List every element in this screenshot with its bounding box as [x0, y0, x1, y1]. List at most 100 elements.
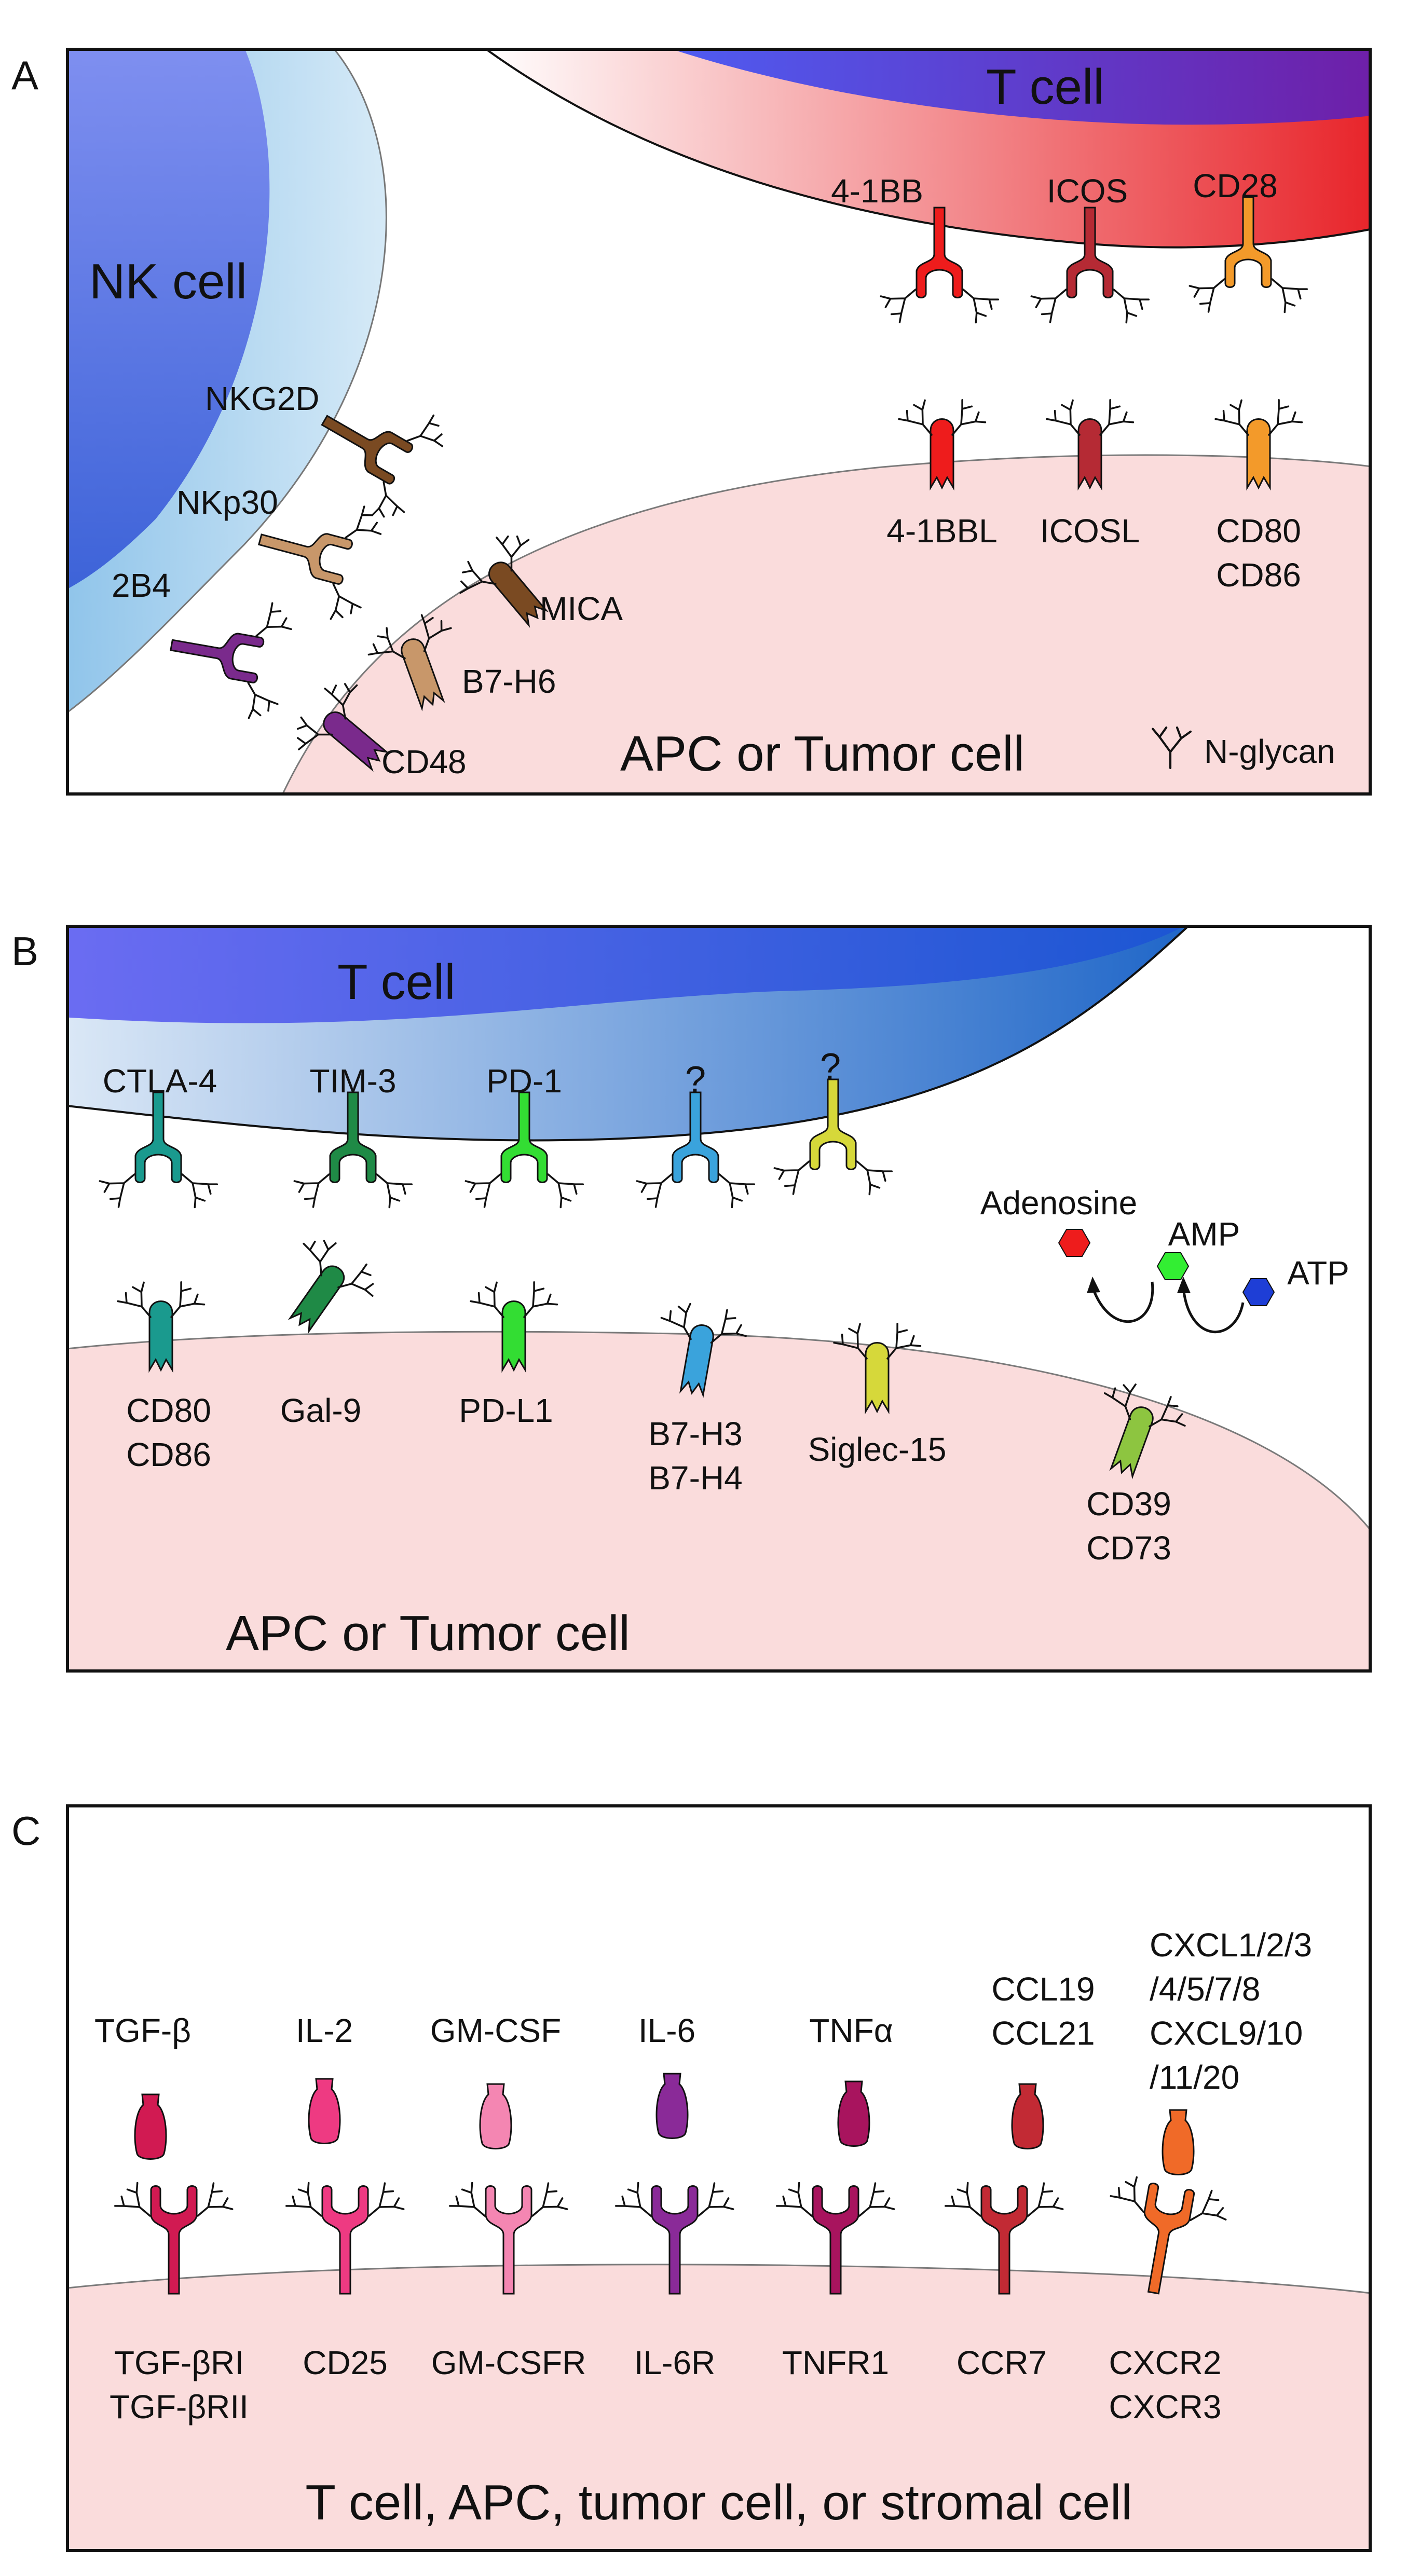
- label-ccl19: CCL19: [991, 1970, 1095, 2008]
- ligand-41bbl: [898, 399, 987, 491]
- apc-cell-a: [282, 454, 1370, 794]
- label-tnfa: TNFα: [809, 2012, 893, 2049]
- label-adenosine: Adenosine: [980, 1184, 1137, 1222]
- label-b7h3: B7-H3: [648, 1415, 742, 1453]
- label-cd39: CD39: [1086, 1485, 1171, 1523]
- label-q1: ?: [685, 1059, 706, 1101]
- label-cd86-a: CD86: [1216, 556, 1301, 594]
- cytokine-gmcsf: [479, 2083, 512, 2149]
- label-gal9: Gal-9: [280, 1392, 362, 1429]
- label-il2: IL-2: [296, 2012, 353, 2049]
- receptor-pd1: [465, 1091, 584, 1209]
- apc-cell-b: [67, 1331, 1370, 1671]
- label-ccr7: CCR7: [957, 2344, 1047, 2381]
- panel-a-letter: A: [11, 52, 38, 98]
- ligand-icosl: [1046, 399, 1135, 491]
- label-cd48: CD48: [381, 743, 467, 780]
- receptor-tnfr1: [775, 2182, 895, 2295]
- label-icosl: ICOSL: [1040, 512, 1140, 550]
- receptor-ccr7: [944, 2182, 1064, 2295]
- cytokine-ccl: [1011, 2083, 1044, 2149]
- arrow-amp-adenosine: [1091, 1281, 1154, 1323]
- ligand-mica: [459, 535, 549, 628]
- label-41bb: 4-1BB: [831, 172, 923, 210]
- ligand-cd80-b: [117, 1281, 206, 1373]
- receptor-gmcsfr: [448, 2182, 568, 2295]
- panel-c-letter: C: [11, 1808, 40, 1854]
- ligand-b7h6: [367, 614, 452, 711]
- t-cell-a-label: T cell: [986, 59, 1104, 115]
- hex-adenosine: [1058, 1229, 1091, 1257]
- bottom-cell-c: [67, 2264, 1370, 2551]
- receptor-cxcr: [1110, 2176, 1227, 2295]
- receptor-icos: [1030, 207, 1150, 324]
- label-cxcr2: CXCR2: [1109, 2344, 1222, 2381]
- t-cell-b-label: T cell: [337, 954, 456, 1010]
- hex-amp: [1156, 1252, 1190, 1280]
- label-tim3: TIM-3: [309, 1062, 396, 1100]
- arrow-atp-amp: [1182, 1286, 1245, 1334]
- ligand-pdl1: [470, 1281, 558, 1373]
- t-cell-a-top: [672, 49, 1370, 125]
- ligand-siglec15: [833, 1322, 922, 1415]
- apc-b-label: APC or Tumor cell: [226, 1606, 630, 1661]
- cytokine-il6: [655, 2073, 689, 2139]
- label-cd25: CD25: [303, 2344, 388, 2381]
- ligand-cd48: [296, 683, 389, 772]
- label-gmcsfr: GM-CSFR: [431, 2344, 586, 2381]
- nk-cell-inner: [67, 49, 270, 589]
- receptor-41bb: [880, 207, 1000, 324]
- label-cxcl-3: CXCL9/10: [1150, 2015, 1303, 2052]
- label-cd28: CD28: [1193, 167, 1278, 204]
- label-tgfbri: TGF-βRI: [114, 2344, 244, 2381]
- label-il6r: IL-6R: [634, 2344, 716, 2381]
- hex-atp: [1242, 1278, 1275, 1306]
- label-il6: IL-6: [638, 2012, 695, 2049]
- receptor-q1: [636, 1091, 756, 1209]
- receptor-il6r: [614, 2182, 734, 2295]
- cytokine-tnfa: [837, 2080, 870, 2147]
- label-pdl1: PD-L1: [459, 1392, 553, 1429]
- receptor-tgfbr: [114, 2182, 234, 2295]
- ligand-cd39: [1103, 1383, 1186, 1479]
- label-cd80-b: CD80: [126, 1392, 211, 1429]
- label-41bbl: 4-1BBL: [886, 512, 997, 550]
- receptor-cd25: [285, 2182, 405, 2295]
- panel-b-letter: B: [11, 928, 38, 974]
- label-atp: ATP: [1287, 1254, 1349, 1292]
- apc-a-label: APC or Tumor cell: [620, 726, 1024, 782]
- receptor-nkp30: [257, 505, 382, 620]
- label-cxcr3: CXCR3: [1109, 2388, 1222, 2426]
- receptor-tim3: [293, 1091, 413, 1209]
- label-pd1: PD-1: [486, 1062, 562, 1100]
- cytokine-cxcl: [1162, 2109, 1195, 2175]
- t-cell-b-top: [67, 926, 1184, 1023]
- label-ccl21: CCL21: [991, 2015, 1095, 2052]
- label-cxcl-4: /11/20: [1150, 2059, 1239, 2096]
- label-amp: AMP: [1168, 1215, 1240, 1253]
- ligand-b7h3: [660, 1303, 747, 1398]
- label-tgfbrii: TGF-βRII: [110, 2388, 249, 2426]
- label-cd73: CD73: [1086, 1529, 1171, 1567]
- label-icos: ICOS: [1047, 172, 1128, 210]
- receptor-ctla4: [99, 1091, 218, 1209]
- legend-label: N-glycan: [1204, 733, 1335, 770]
- ligand-cd80-a: [1214, 399, 1303, 491]
- receptor-nkg2d: [321, 414, 444, 518]
- receptor-2b4: [170, 602, 292, 719]
- label-nkp30: NKp30: [176, 484, 278, 521]
- label-ctla4: CTLA-4: [103, 1062, 217, 1100]
- cytokine-il2: [308, 2078, 341, 2144]
- label-nkg2d: NKG2D: [205, 380, 320, 417]
- label-gmcsf: GM-CSF: [430, 2012, 561, 2049]
- label-tgfb: TGF-β: [94, 2012, 191, 2049]
- label-b7h4: B7-H4: [648, 1459, 742, 1497]
- label-cd80-a: CD80: [1216, 512, 1301, 550]
- label-q2: ?: [820, 1046, 841, 1088]
- receptor-q2: [773, 1078, 893, 1196]
- label-siglec15: Siglec-15: [808, 1431, 947, 1468]
- receptor-cd28: [1189, 196, 1308, 313]
- label-cxcl-2: /4/5/7/8: [1150, 1970, 1261, 2008]
- label-cd86-b: CD86: [126, 1436, 211, 1473]
